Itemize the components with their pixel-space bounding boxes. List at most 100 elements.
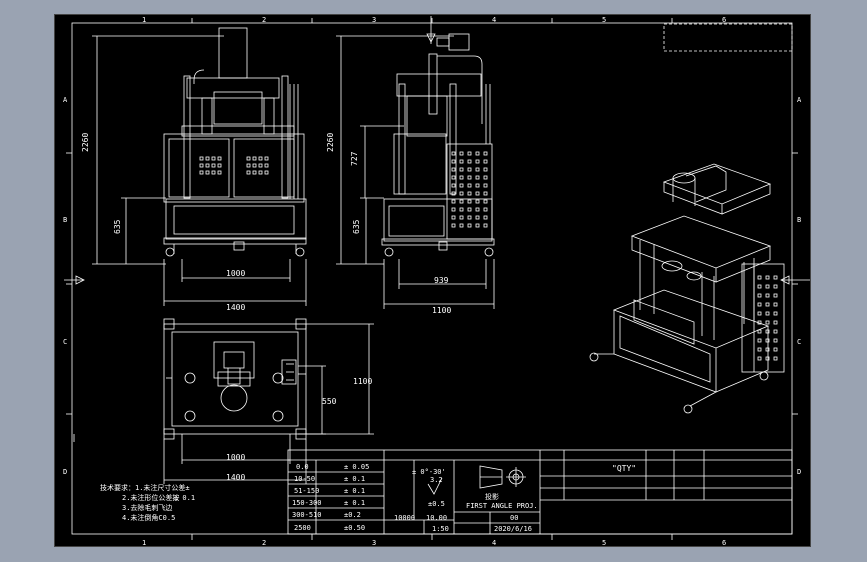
panel-hole xyxy=(483,207,488,212)
panel-hole xyxy=(483,191,488,196)
zone-letter-right-d: D xyxy=(797,468,801,476)
zone-letter-right-b: B xyxy=(797,216,801,224)
sheet-border xyxy=(54,14,811,547)
zone-labels: 1 2 3 4 5 6 1 2 3 4 5 6 A B C D A B C D xyxy=(63,16,802,547)
panel-hole xyxy=(205,156,210,161)
panel-hole xyxy=(757,302,762,307)
dim-front-height: 2260 xyxy=(81,133,90,152)
panel-hole xyxy=(459,175,464,180)
tol-value-5: ±0.2 xyxy=(344,511,361,519)
dim-side-mid: 727 xyxy=(350,151,359,166)
panel-hole xyxy=(459,183,464,188)
panel-hole xyxy=(451,199,456,204)
panel-hole xyxy=(765,356,770,361)
revision-box xyxy=(663,23,793,52)
panel-hole xyxy=(475,183,480,188)
side-dims xyxy=(336,35,495,309)
zone-num-bottom-3: 3 xyxy=(372,539,376,547)
panel-hole xyxy=(483,215,488,220)
zone-letter-right-a: A xyxy=(797,96,802,104)
panel-hole xyxy=(757,284,762,289)
dim-front-lower: 635 xyxy=(113,219,122,234)
panel-hole xyxy=(757,356,762,361)
panel-hole xyxy=(252,163,257,168)
drawing-frame xyxy=(71,22,793,535)
zone-num-top-6: 6 xyxy=(722,16,726,24)
panel-hole xyxy=(475,207,480,212)
panel-hole xyxy=(483,183,488,188)
tol-value-3: ± 0.1 xyxy=(344,487,365,495)
panel-hole xyxy=(765,284,770,289)
dim-front-width-outer: 1400 xyxy=(226,303,245,312)
panel-hole xyxy=(475,223,480,228)
panel-hole xyxy=(199,170,204,175)
dim-plan-width-inner: 1000 xyxy=(226,453,245,462)
panel-hole xyxy=(246,170,251,175)
panel-hole xyxy=(252,170,257,175)
panel-hole xyxy=(467,167,472,172)
zone-num-top-5: 5 xyxy=(602,16,606,24)
note-line-1: 技术要求：1.未注尺寸公差± xyxy=(100,483,190,492)
panel-hole xyxy=(765,320,770,325)
panel-hole xyxy=(757,329,762,334)
drawing-date: 2020/6/16 xyxy=(494,525,532,533)
panel-hole xyxy=(451,183,456,188)
tol-range-3: 51-150 xyxy=(294,487,319,495)
tol-value-1: ± 0.05 xyxy=(344,463,369,471)
panel-hole xyxy=(467,159,472,164)
dim-side-width-inner: 939 xyxy=(434,276,449,285)
panel-hole xyxy=(483,159,488,164)
panel-hole xyxy=(773,293,778,298)
panel-hole xyxy=(451,167,456,172)
cad-drawing: 1 2 3 4 5 6 1 2 3 4 5 6 A B C D A B C D xyxy=(54,14,811,547)
panel-hole xyxy=(773,356,778,361)
panel-hole xyxy=(467,215,472,220)
panel-hole xyxy=(757,347,762,352)
dim-side-height: 2260 xyxy=(326,133,335,152)
panel-hole xyxy=(773,347,778,352)
panel-hole xyxy=(459,151,464,156)
tol-range-6: 2500 xyxy=(294,524,311,532)
panel-hole xyxy=(451,191,456,196)
panel-hole xyxy=(217,156,222,161)
panel-hole xyxy=(211,170,216,175)
zone-num-bottom-2: 2 xyxy=(262,539,266,547)
tol-value-6: ±0.50 xyxy=(344,524,365,532)
tech-notes: 技术要求：1.未注尺寸公差± ± 0.1 2.未注形位公差按 3.去除毛刺飞边 … xyxy=(100,483,195,522)
dim-plan-depth: 1100 xyxy=(353,377,372,386)
panel-hole xyxy=(483,199,488,204)
panel-hole xyxy=(264,163,269,168)
dim-side-lower: 635 xyxy=(352,219,361,234)
centering-marks xyxy=(64,16,810,442)
code-b: 10.00 xyxy=(426,514,447,522)
zone-num-bottom-6: 6 xyxy=(722,539,726,547)
panel-hole xyxy=(467,207,472,212)
isometric-view xyxy=(589,163,785,414)
tol-range-2: 10-50 xyxy=(294,475,315,483)
panel-hole xyxy=(475,215,480,220)
panel-hole xyxy=(773,311,778,316)
panel-hole xyxy=(467,223,472,228)
panel-hole xyxy=(451,159,456,164)
tol-range-4: 150-300 xyxy=(292,499,322,507)
panel-hole xyxy=(199,156,204,161)
panel-hole xyxy=(475,167,480,172)
angle-tolerance: ± 0°-30' xyxy=(412,468,446,476)
panel-hole xyxy=(246,163,251,168)
side-view xyxy=(381,33,495,257)
panel-hole xyxy=(252,156,257,161)
panel-hole xyxy=(467,183,472,188)
panel-hole xyxy=(765,302,770,307)
tol-range-5: 300-510 xyxy=(292,511,322,519)
panel-hole xyxy=(459,159,464,164)
panel-hole xyxy=(211,156,216,161)
panel-hole xyxy=(475,199,480,204)
panel-hole xyxy=(199,163,204,168)
tol-value-2: ± 0.1 xyxy=(344,475,365,483)
panel-hole xyxy=(483,223,488,228)
panel-hole xyxy=(757,311,762,316)
panel-hole xyxy=(475,175,480,180)
note-line-2: 2.未注形位公差按 xyxy=(122,493,179,502)
extra-tolerance: ±0.5 xyxy=(428,500,445,508)
panel-hole xyxy=(773,320,778,325)
